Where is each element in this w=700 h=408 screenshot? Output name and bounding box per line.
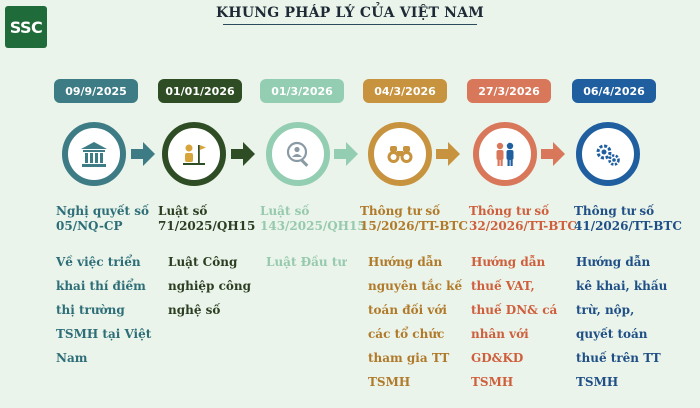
- date-badge: 27/3/2026: [467, 79, 551, 103]
- document-description: Hướng dẫn nguyên tắc kế toán đối với các…: [368, 255, 463, 389]
- document-description: Luật Công nghiệp công nghệ số: [168, 255, 252, 317]
- document-number: Thông tư số 15/2026/TT-BTC: [360, 204, 468, 233]
- page-title: KHUNG PHÁP LÝ CỦA VIỆT NAM: [216, 5, 484, 21]
- date-badge: 01/3/2026: [260, 79, 344, 103]
- document-number: Luật số 143/2025/QH15: [260, 204, 366, 233]
- document-description: Về việc triển khai thí điểm thị trường T…: [56, 255, 152, 365]
- gears-icon: [596, 144, 620, 166]
- title-underline: [223, 24, 477, 25]
- timeline-item-2: 01/01/2026 Luật số 71/2025/QH15 Luật Côn…: [158, 0, 266, 408]
- document-number: Luật số 71/2025/QH15: [158, 204, 256, 233]
- document-description: Hướng dẫn kê khai, khấu trừ, nộp, quyết …: [576, 255, 668, 389]
- milestone-circle: [162, 122, 226, 186]
- flag-person-icon: [183, 144, 206, 165]
- milestone-circle: [62, 122, 126, 186]
- timeline-item-4: 04/3/2026 Thông tư số 15/2026/TT-BTC Hướ…: [360, 0, 468, 408]
- arrow-right-icon: [334, 142, 358, 166]
- milestone-circle: [368, 122, 432, 186]
- document-number: Thông tư số 41/2026/TT-BTC: [574, 204, 682, 233]
- date-badge: 06/4/2026: [572, 79, 656, 103]
- date-badge: 09/9/2025: [54, 79, 138, 103]
- document-description: Hướng dẫn thuế VAT, thuế DN& cá nhân với…: [471, 255, 558, 389]
- timeline-item-6: 06/4/2026 Thông tư số 41/2026/TT-BTC Hướ…: [572, 0, 682, 408]
- document-description: Luật Đầu tư: [266, 255, 347, 269]
- arrow-right-icon: [541, 142, 565, 166]
- document-number: Thông tư số 32/2026/TT-BTC: [469, 204, 577, 233]
- ssc-logo: SSC: [5, 6, 47, 48]
- arrow-right-icon: [131, 142, 155, 166]
- people-icon: [496, 142, 514, 166]
- timeline-item-3: 01/3/2026 Luật số 143/2025/QH15 Luật Đầu…: [260, 0, 368, 408]
- document-number: Nghị quyết số 05/NQ-CP: [56, 204, 150, 233]
- arrow-right-icon: [231, 142, 255, 166]
- date-badge: 04/3/2026: [363, 79, 447, 103]
- date-badge: 01/01/2026: [158, 79, 242, 103]
- timeline-item-5: 27/3/2026 Thông tư số 32/2026/TT-BTC Hướ…: [467, 0, 577, 408]
- binoculars-icon: [387, 146, 413, 163]
- arrow-right-icon: [436, 142, 460, 166]
- timeline-item-1: 09/9/2025 Nghị quyết số 05/NQ-CP Về việc…: [52, 0, 160, 408]
- milestone-circle: [266, 122, 330, 186]
- milestone-circle: [473, 122, 537, 186]
- milestone-circle: [576, 122, 640, 186]
- magnifier-person-icon: [286, 141, 309, 167]
- bank-icon: [81, 142, 107, 167]
